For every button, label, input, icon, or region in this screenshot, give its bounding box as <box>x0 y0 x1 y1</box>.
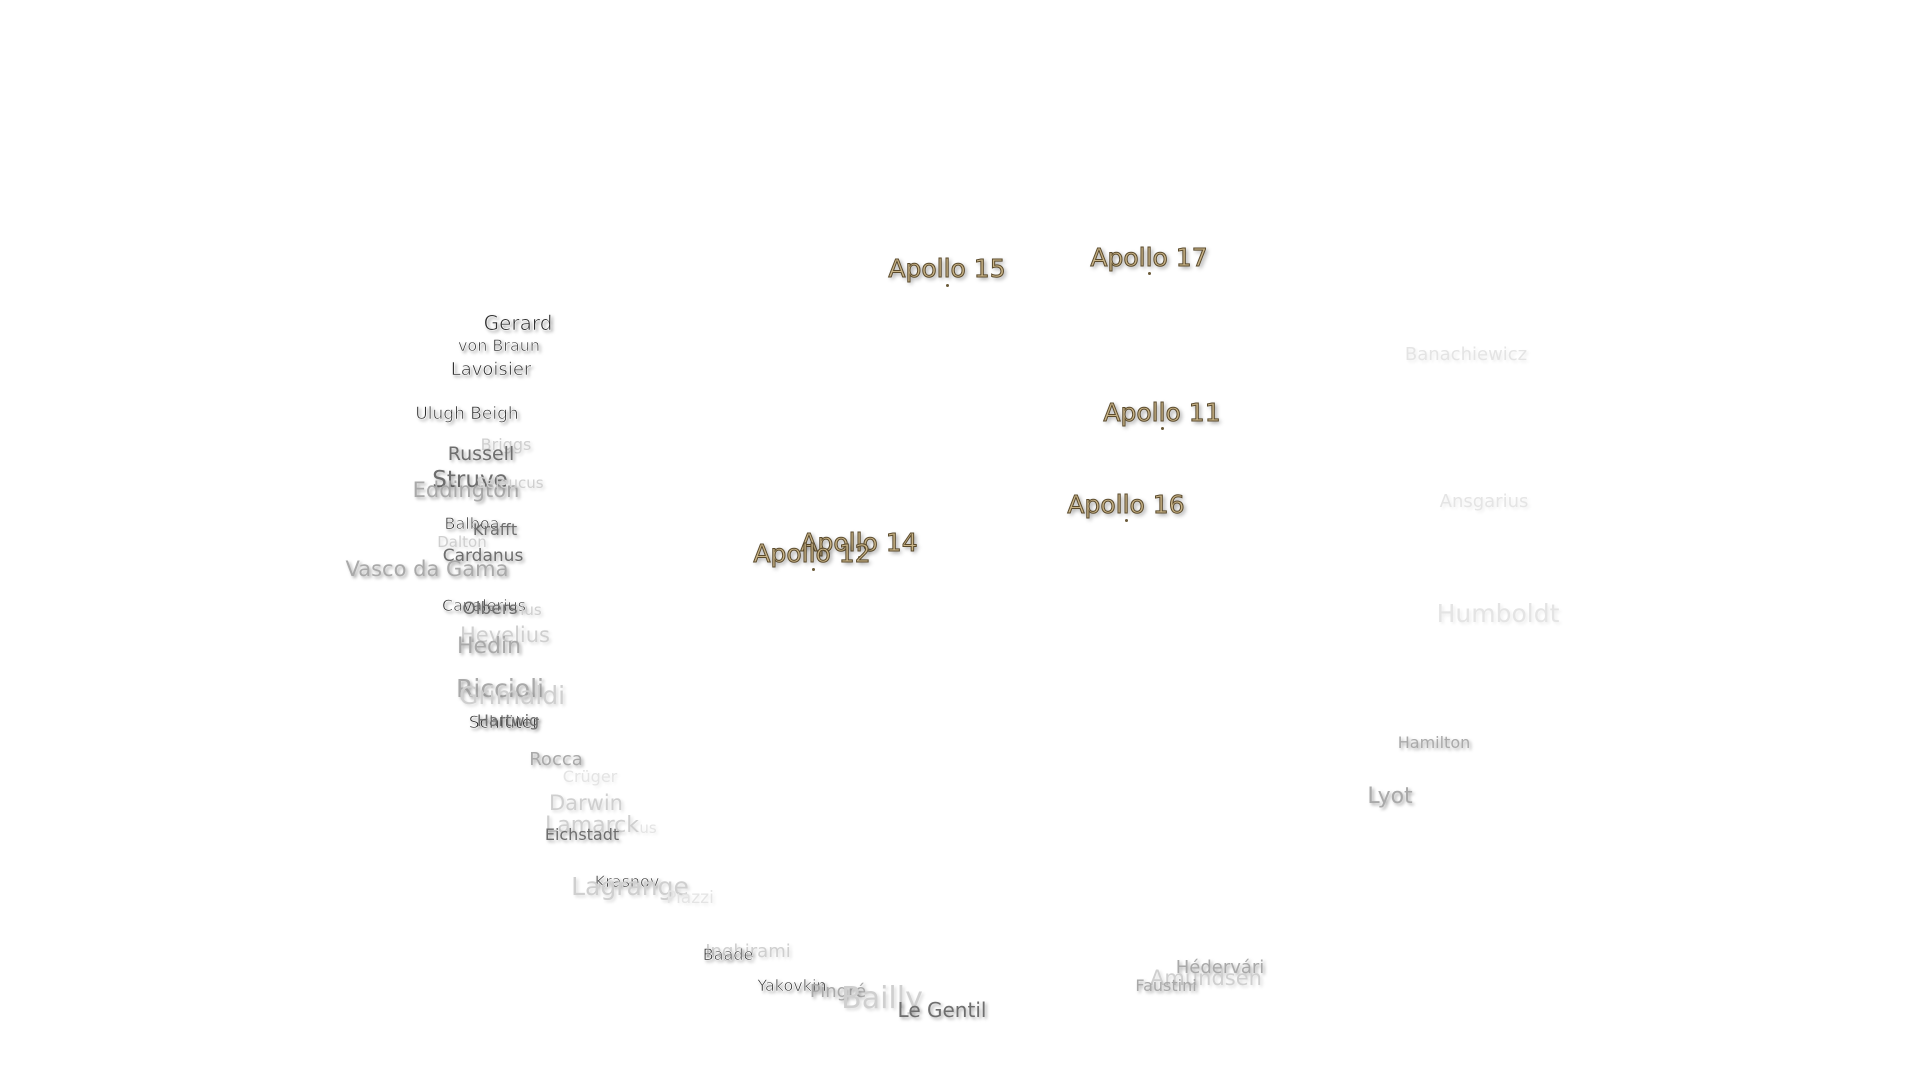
crater-label-dalton[interactable]: Dalton <box>437 533 487 551</box>
crater-label-lavoisier[interactable]: Lavoisier <box>450 359 532 380</box>
crater-label-riccioli[interactable]: Riccioli <box>456 674 544 703</box>
crater-label-briggs[interactable]: Briggs <box>480 435 532 454</box>
crater-label-yakovkin[interactable]: Yakovkin <box>757 976 827 995</box>
crater-label-gerard[interactable]: Gerard <box>483 311 553 335</box>
crater-label-olbers[interactable]: Olbers <box>462 599 518 619</box>
crater-label-krasnov[interactable]: Krasnov <box>594 872 660 891</box>
crater-label-piazzi[interactable]: Piazzi <box>666 888 714 908</box>
crater-label-hamilton[interactable]: Hamilton <box>1397 733 1471 752</box>
crater-label-eddington[interactable]: Eddington <box>412 478 520 502</box>
apollo-15-marker <box>946 284 949 287</box>
crater-label-lamarck[interactable]: Lamarck <box>544 813 640 838</box>
crater-label-baade[interactable]: Baade <box>702 945 754 964</box>
apollo-12-marker <box>812 568 815 571</box>
apollo-14-marker <box>858 556 861 559</box>
apollo-16-label[interactable]: Apollo 16 <box>1067 490 1185 519</box>
apollo-14-label[interactable]: Apollo 14 <box>800 528 918 557</box>
crater-label-struve[interactable]: Struve <box>432 467 508 493</box>
crater-label-ulugh-beigh[interactable]: Ulugh Beigh <box>415 404 519 424</box>
crater-label-faustini[interactable]: Faustini <box>1135 976 1197 995</box>
crater-label-cardanus[interactable]: Cardanus <box>442 546 524 566</box>
crater-label-hedervari[interactable]: Hédervári <box>1175 957 1265 978</box>
crater-label-schluter[interactable]: Schlüter <box>468 713 540 733</box>
crater-label-cruger[interactable]: Crüger <box>562 767 618 786</box>
apollo-17-marker <box>1148 272 1151 275</box>
crater-label-russell[interactable]: Russell <box>447 443 515 465</box>
crater-label-rocca[interactable]: Rocca <box>529 749 583 770</box>
apollo-11-label[interactable]: Apollo 11 <box>1103 398 1221 427</box>
crater-label-lamarck-tail: us <box>639 819 657 837</box>
crater-label-cavalerius-tail: ius <box>520 601 542 619</box>
crater-label-eichstadt[interactable]: Eichstadt <box>544 825 620 844</box>
crater-label-lagrange[interactable]: Lagrange <box>571 872 689 901</box>
crater-label-pingre[interactable]: Pingré <box>809 981 867 1002</box>
crater-label-vasco-da-gama[interactable]: Vasco da Gama <box>345 557 509 581</box>
crater-label-hartwig[interactable]: Hartwig <box>476 711 540 730</box>
crater-label-hedin[interactable]: Hedin <box>456 634 522 659</box>
apollo-11-marker <box>1161 427 1164 430</box>
crater-label-ansgarius[interactable]: Ansgarius <box>1439 491 1529 512</box>
apollo-17-label[interactable]: Apollo 17 <box>1090 243 1208 272</box>
crater-label-baade-shadow: Inghirami <box>705 941 791 962</box>
apollo-16-marker <box>1125 519 1128 522</box>
crater-label-seleucus[interactable]: Seleucus <box>476 474 544 492</box>
crater-label-hevelius[interactable]: Hevelius <box>460 623 550 647</box>
crater-label-amundsen[interactable]: Amundsen <box>1150 966 1262 990</box>
crater-label-bailly[interactable]: Bailly <box>841 981 923 1016</box>
crater-label-grimaldi[interactable]: Grimaldi <box>458 681 566 710</box>
crater-label-humboldt[interactable]: Humboldt <box>1436 599 1560 628</box>
crater-label-cavalerius[interactable]: Cavalerius <box>441 596 527 615</box>
crater-label-darwin[interactable]: Darwin <box>549 791 623 815</box>
crater-label-von-braun[interactable]: von Braun <box>457 336 541 355</box>
apollo-12-label[interactable]: Apollo 12 <box>753 539 871 568</box>
apollo-15-label[interactable]: Apollo 15 <box>888 254 1006 283</box>
crater-label-krafft[interactable]: Krafft <box>472 520 518 539</box>
crater-label-banachiewicz[interactable]: Banachiewicz <box>1404 344 1528 365</box>
crater-label-le-gentil[interactable]: Le Gentil <box>897 998 987 1022</box>
crater-label-balboa[interactable]: Balboa <box>444 514 500 533</box>
crater-label-lyot[interactable]: Lyot <box>1367 784 1413 809</box>
